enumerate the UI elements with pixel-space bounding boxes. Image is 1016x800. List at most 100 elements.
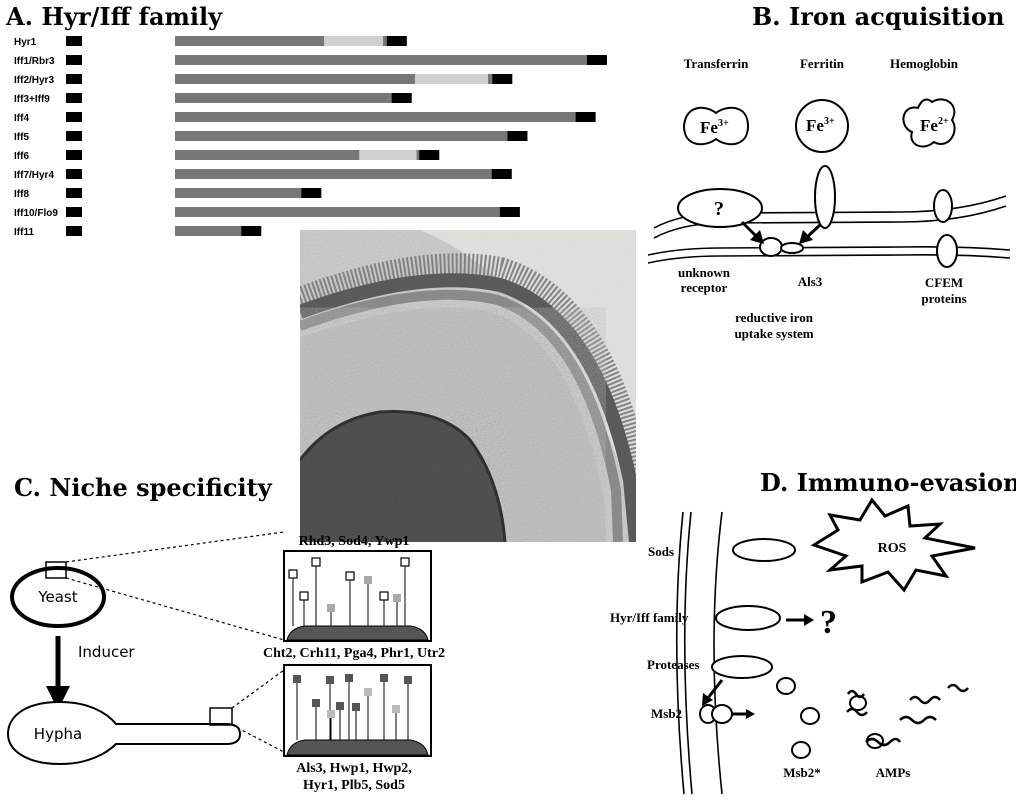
gpi-protein-head — [293, 675, 301, 683]
hyr-iff-bar-repeat-domain — [175, 55, 587, 65]
amp-icon — [846, 689, 866, 699]
hyr-iff-bar-n-terminal — [82, 169, 175, 179]
protease-arrow — [706, 679, 724, 699]
yeast-cell — [10, 566, 106, 628]
panel-c: C. Niche specificity Yeast Inducer Hypha… — [6, 473, 445, 793]
hypha-cell — [6, 700, 242, 766]
amp-icon — [846, 707, 868, 717]
hyr-iff-row: Iff11 — [14, 226, 262, 238]
micrograph — [300, 230, 636, 542]
hyr-iff-row: Iff4 — [14, 112, 596, 124]
reductive-label-1: reductive iron — [735, 310, 814, 325]
unknown-receptor-question: ? — [714, 198, 724, 220]
amp-icon — [899, 715, 937, 725]
yeast-wall-base — [286, 625, 429, 641]
hyr-iff-bar-repeat-domain — [175, 74, 493, 84]
gpi-protein-head — [393, 594, 401, 602]
panel-b: B. Iron acquisition Transferrin Ferritin… — [647, 2, 1011, 341]
panel-d-title: D. Immuno-evasion — [760, 468, 1016, 497]
amps-group — [846, 683, 969, 747]
amps-label: AMPs — [876, 765, 911, 780]
yeast-label: Yeast — [37, 588, 77, 606]
hypha-zoom-line-bottom — [231, 724, 285, 753]
panel-c-title: C. Niche specificity — [14, 473, 273, 502]
zoom-line-bottom — [65, 577, 285, 641]
hyr-iff-row: Iff3+Iff9 — [14, 93, 412, 105]
proteases-label: Proteases — [647, 657, 699, 672]
hyr-iff-row: Iff5 — [14, 131, 528, 143]
outer-membrane — [653, 195, 1007, 229]
amp-icon — [865, 737, 902, 747]
yeast-proteins-label: Rhd3, Sod4, Ywp1 — [299, 534, 410, 549]
hyr-iff-bar-light-segment — [414, 74, 488, 84]
arrow-head-2 — [799, 230, 813, 244]
hemoglobin-fe-label: Fe2+ — [920, 116, 949, 135]
gpi-protein-head — [327, 604, 335, 612]
cell-wall-line — [653, 205, 1007, 239]
gpi-protein-head — [312, 699, 320, 707]
hyr-iff-row: Iff2/Hyr3 — [14, 74, 513, 86]
hyr-iff-bar-repeat-domain — [175, 112, 576, 122]
reductive-uptake-icon — [759, 237, 783, 257]
hyr-question: ? — [820, 604, 837, 641]
hyr-iff-bar-light-segment — [324, 36, 384, 46]
hypha-proteins-label-1: Als3, Hwp1, Hwp2, — [296, 761, 412, 776]
gpi-protein-head — [326, 676, 334, 684]
membrane-left-1 — [675, 511, 685, 795]
cfem-label-2: proteins — [921, 291, 966, 306]
unknown-receptor-label-2: receptor — [681, 280, 728, 295]
hyr-iff-row-label: Iff5 — [14, 132, 29, 143]
hyr-iff-bar-n-terminal — [82, 226, 175, 236]
plasma-membrane-inner — [647, 254, 1011, 264]
gpi-protein-head — [336, 702, 344, 710]
panel-a-title: A. Hyr/Iff family — [5, 2, 223, 31]
hyr-iff-bar-repeat-domain — [175, 188, 302, 198]
panel-b-title: B. Iron acquisition — [752, 2, 1004, 31]
ros-burst-icon — [810, 497, 976, 593]
gpi-protein-head — [299, 591, 309, 601]
hyr-iff-row-label: Hyr1 — [14, 37, 37, 48]
shed-msb2-icon — [776, 677, 796, 695]
unknown-receptor-label-1: unknown — [678, 265, 731, 280]
hyr-iff-row-label: Iff2/Hyr3 — [14, 75, 54, 86]
hyr-iff-row-label: Iff6 — [14, 151, 29, 162]
als3-label: Als3 — [798, 274, 823, 289]
hyr-iff-bar-n-terminal — [82, 207, 175, 217]
shed-msb2-icon — [800, 707, 820, 725]
hyr-iff-row-label: Iff1/Rbr3 — [14, 56, 55, 67]
inducer-arrow-head — [46, 686, 70, 710]
msb2-icon-2 — [711, 704, 733, 724]
gpi-protein-head — [404, 676, 412, 684]
hypha-proteins-label-2: Hyr1, Plb5, Sod5 — [303, 778, 405, 793]
hyr-iff-row-label: Iff11 — [14, 227, 34, 238]
ros-label: ROS — [878, 541, 907, 556]
sods-icon — [732, 538, 796, 562]
reductive-uptake-icon-2 — [780, 242, 804, 254]
hyr-iff-bar-n-terminal — [82, 74, 175, 84]
hyr-iff-bar-repeat-domain — [175, 93, 392, 103]
ferritin-fe-label: Fe3+ — [806, 116, 835, 135]
hyr-iff-row: Iff1/Rbr3 — [14, 55, 607, 67]
gpi-protein-head — [400, 557, 410, 567]
hyr-iff-bar-n-terminal — [82, 150, 175, 160]
hyr-iff-row: Iff7/Hyr4 — [14, 169, 512, 181]
hypha-zoom-line-top — [231, 669, 285, 709]
hyr-iff-bar-light-segment — [359, 150, 417, 160]
cfem-upper-icon — [933, 189, 953, 223]
hypha-zoom-box — [209, 707, 233, 726]
panel-d: D. Immuno-evasion Sods ROS Hyr/Iff famil… — [610, 468, 1016, 795]
hyr-iff-row-label: Iff3+Iff9 — [14, 94, 50, 105]
hyr-iff-row: Iff8 — [14, 188, 322, 200]
hyr-iff-bar-n-terminal — [82, 188, 175, 198]
ferritin-icon — [795, 99, 849, 153]
plasma-membrane-outer — [647, 246, 1011, 256]
hemoglobin-label: Hemoglobin — [890, 56, 959, 71]
hyr-iff-bar-n-terminal — [82, 93, 175, 103]
panel-a: A. Hyr/Iff family Hyr1Iff1/Rbr3Iff2/Hyr3… — [5, 2, 607, 238]
sods-label: Sods — [648, 544, 674, 559]
hyr-family-icon — [715, 605, 781, 631]
membrane-left-2 — [683, 511, 693, 795]
hyr-iff-row: Iff10/Flo9 — [14, 207, 520, 219]
gpi-protein-head — [327, 710, 335, 718]
